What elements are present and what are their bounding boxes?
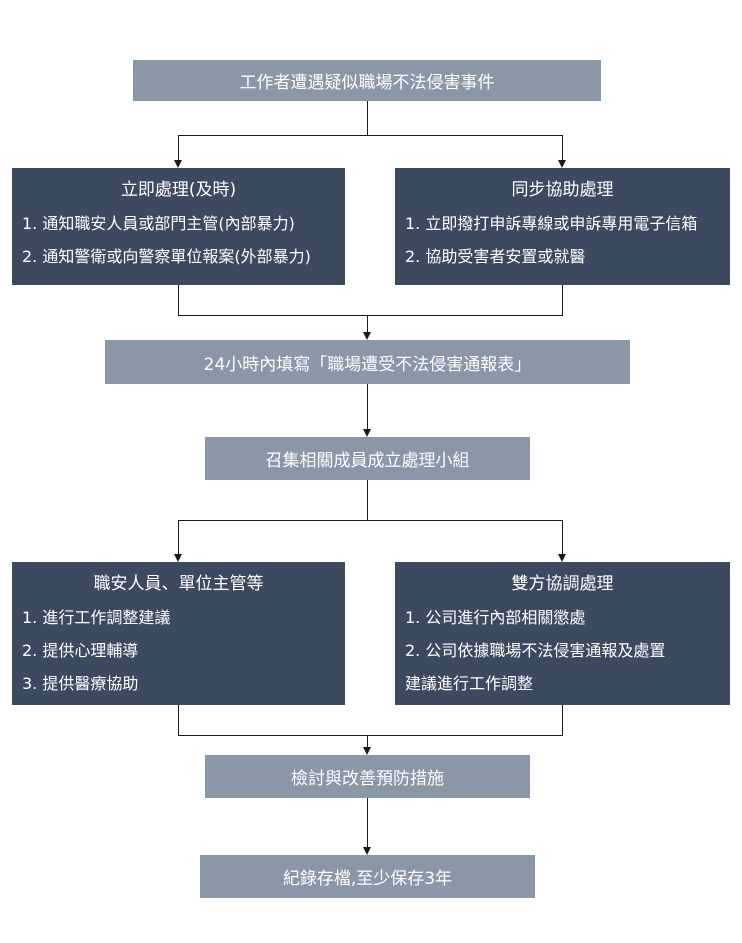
node-archive-label: 紀錄存檔,至少保存3年 [282,869,453,889]
connector-merge1-horizontal [178,315,563,316]
arrowhead-staff [174,554,182,562]
connector-start-down [367,101,368,135]
node-staff-title: 職安人員、單位主管等 [93,574,264,594]
connector-merge2-right [562,705,563,736]
node-start: 工作者遭遇疑似職場不法侵害事件 [133,60,601,101]
list-item: 1. 通知職安人員或部門主管(內部暴力) [22,214,295,233]
node-report-form: 24小時內填寫「職場遭受不法侵害通報表」 [105,340,630,384]
node-archive: 紀錄存檔,至少保存3年 [200,855,535,898]
node-staff: 職安人員、單位主管等 1. 進行工作調整建議 2. 提供心理輔導 3. 提供醫療… [12,562,345,705]
list-item: 1. 立即撥打申訴專線或申訴專用電子信箱 [405,214,698,233]
arrowhead-coordination [558,554,566,562]
connector-split1-left [178,135,179,161]
connector-team-down [367,480,368,521]
connector-split2-horizontal [178,520,563,521]
connector-merge2-left [178,705,179,736]
connector-merge1-right [562,285,563,316]
arrowhead-report [363,332,371,340]
arrowhead-immediate [174,160,182,168]
node-report-form-label: 24小時內填寫「職場遭受不法侵害通報表」 [203,354,532,375]
node-coordination-title: 雙方協調處理 [511,574,614,594]
list-item: 2. 公司依據職場不法侵害通報及處置 [405,641,666,660]
connector-merge2-down [367,735,368,748]
node-review: 檢討與改善預防措施 [205,755,530,798]
connector-report-team [367,384,368,430]
arrowhead-review [363,747,371,755]
node-sync-assist-title: 同步協助處理 [511,180,614,200]
connector-split1-horizontal [178,135,563,136]
node-immediate: 立即處理(及時) 1. 通知職安人員或部門主管(內部暴力) 2. 通知警衛或向警… [12,168,345,285]
list-item: 2. 協助受害者安置或就醫 [405,247,586,266]
list-item: 1. 進行工作調整建議 [22,608,171,627]
list-item: 2. 提供心理輔導 [22,641,139,660]
list-item: 建議進行工作調整 [405,674,534,693]
node-coordination: 雙方協調處理 1. 公司進行內部相關懲處 2. 公司依據職場不法侵害通報及處置 … [395,562,730,705]
connector-review-archive [367,798,368,848]
node-team: 召集相關成員成立處理小組 [205,437,530,480]
arrowhead-archive [363,847,371,855]
node-team-label: 召集相關成員成立處理小組 [265,451,470,471]
connector-merge1-left [178,285,179,316]
connector-split1-right [562,135,563,161]
node-review-label: 檢討與改善預防措施 [291,769,444,789]
arrowhead-sync-assist [558,160,566,168]
connector-split2-left [178,520,179,555]
node-start-label: 工作者遭遇疑似職場不法侵害事件 [239,73,495,93]
list-item: 3. 提供醫療協助 [22,674,139,693]
arrowhead-team [363,429,371,437]
list-item: 2. 通知警衛或向警察單位報案(外部暴力) [22,247,311,266]
node-immediate-title: 立即處理(及時) [120,180,237,200]
list-item: 1. 公司進行內部相關懲處 [405,608,586,627]
connector-merge1-down [367,315,368,333]
connector-split2-right [562,520,563,555]
node-sync-assist: 同步協助處理 1. 立即撥打申訴專線或申訴專用電子信箱 2. 協助受害者安置或就… [395,168,730,285]
connector-merge2-horizontal [178,735,563,736]
